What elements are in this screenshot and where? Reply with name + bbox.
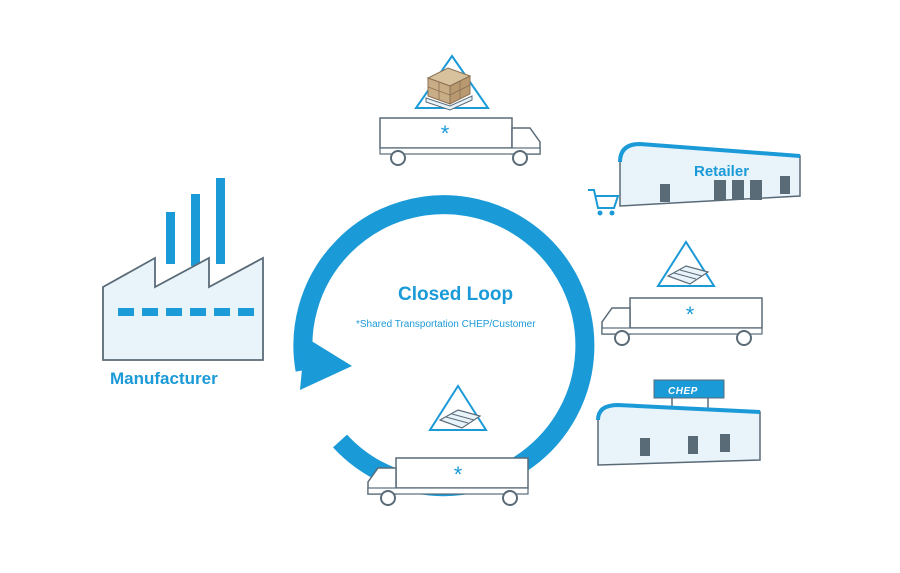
truck-icon: * bbox=[379, 117, 541, 166]
loop-ring bbox=[293, 195, 595, 497]
pallet-icon bbox=[429, 385, 487, 431]
shopping-cart-icon bbox=[588, 189, 620, 216]
chep-sign-label: CHEP bbox=[668, 386, 698, 397]
warehouse-icon bbox=[618, 141, 801, 207]
svg-text:*: * bbox=[686, 302, 695, 327]
truck-icon: * bbox=[601, 297, 763, 346]
pallet-icon bbox=[414, 54, 490, 111]
diagram-title: Closed Loop bbox=[398, 284, 514, 305]
diagram-subtitle: *Shared Transportation CHEP/Customer bbox=[356, 319, 536, 330]
manufacturer-label: Manufacturer bbox=[110, 369, 218, 388]
truck-icon: * bbox=[367, 457, 529, 506]
svg-text:*: * bbox=[441, 121, 450, 146]
loop-arrowhead bbox=[300, 337, 352, 390]
pallet-icon bbox=[657, 241, 715, 287]
warehouse-icon bbox=[596, 379, 761, 466]
svg-text:*: * bbox=[454, 462, 463, 487]
factory-icon bbox=[102, 178, 264, 361]
retailer-label: Retailer bbox=[694, 163, 750, 180]
